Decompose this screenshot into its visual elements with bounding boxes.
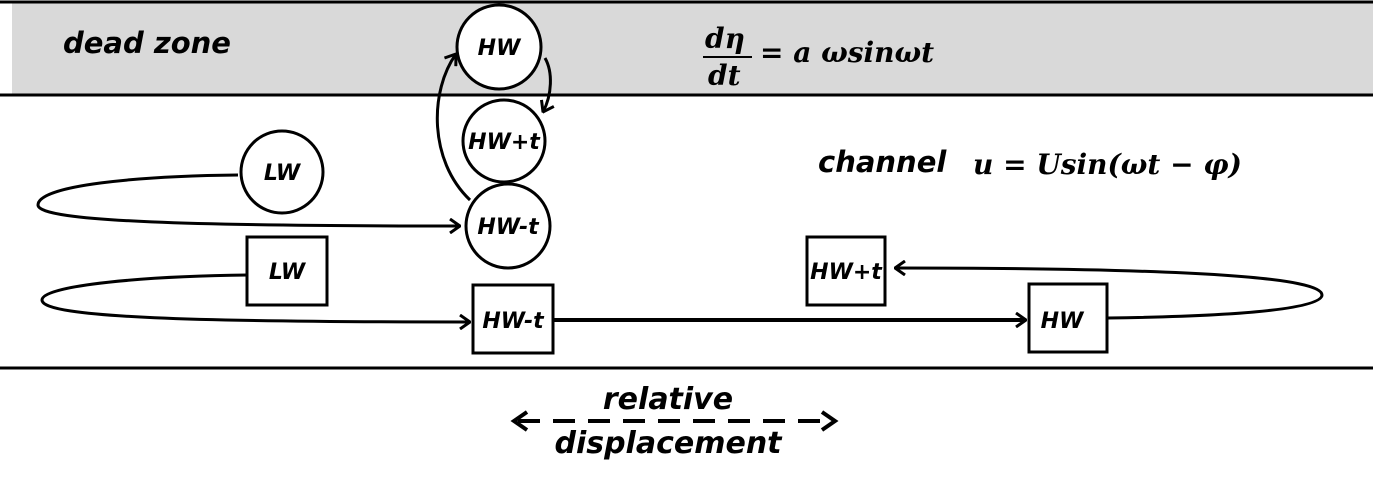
arrow-lw-to-hwminus-square: [40, 273, 470, 322]
dead-zone-band: [12, 3, 1373, 95]
circle-node-hw-plus-t: HW+t: [461, 98, 547, 184]
square-node-hw-minus-t: HW-t: [471, 283, 555, 355]
circle-node-hw-minus-t: HW-t: [464, 182, 552, 270]
circle-lw-label: LW: [264, 161, 302, 186]
dead-zone-eq-numerator: dη: [705, 22, 745, 55]
channel-label: channel: [818, 145, 947, 179]
circle-node-hw: HW: [455, 3, 543, 91]
square-node-lw: LW: [245, 235, 329, 307]
channel-equation: u = Usin(ωt − φ): [973, 148, 1242, 181]
square-hw-label: HW: [1041, 309, 1085, 334]
circle-hw-label: HW: [478, 36, 522, 61]
legend-displacement-label: displacement: [554, 426, 783, 461]
circle-hw-plus-t-label: HW+t: [468, 130, 541, 155]
square-hw-minus-t-label: HW-t: [482, 309, 545, 334]
dead-zone-label: dead zone: [63, 26, 231, 60]
square-node-hw: HW: [1027, 282, 1109, 354]
arrow-hwminus-to-hw: [435, 54, 472, 202]
circle-node-lw: LW: [239, 129, 325, 215]
dead-zone-eq-denominator: dt: [708, 59, 741, 92]
legend-arrowhead-right: [820, 410, 839, 432]
arrow-lw-to-hwminus-circle: [36, 173, 460, 226]
arrow-hw-to-hwplus-square: [895, 268, 1324, 320]
circle-hw-minus-t-label: HW-t: [477, 215, 540, 240]
dead-zone-eq-rhs: = a ωsinωt: [760, 36, 934, 69]
legend-relative-label: relative: [603, 382, 733, 417]
square-hw-plus-t-label: HW+t: [810, 260, 883, 285]
arrow-hw-to-hwplus: [543, 57, 550, 112]
square-lw-label: LW: [269, 260, 307, 285]
square-node-hw-plus-t: HW+t: [805, 235, 887, 307]
legend-arrowhead-left: [510, 410, 529, 432]
